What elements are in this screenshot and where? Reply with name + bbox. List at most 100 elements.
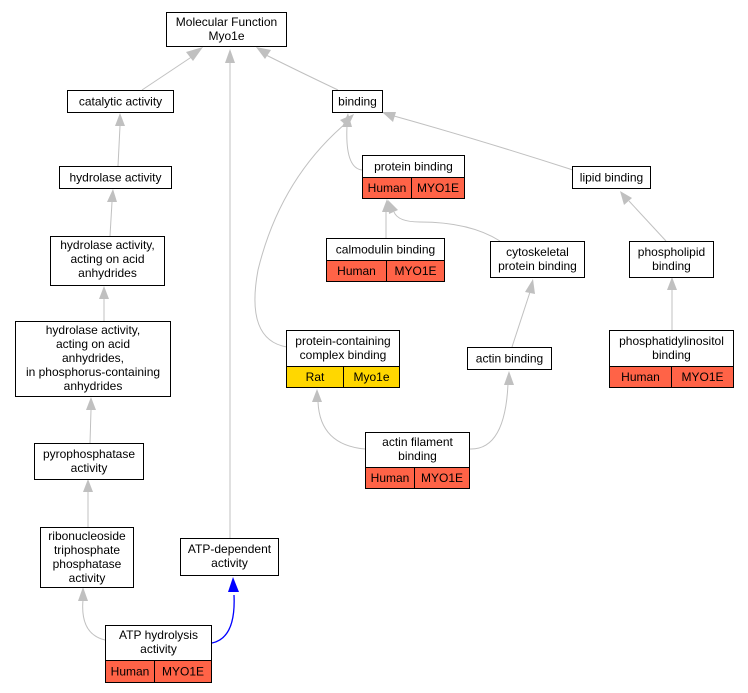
edge-layer — [78, 47, 677, 644]
node-pyrophosphatase-line-1: pyrophosphatase — [43, 447, 135, 461]
node-lipid-binding[interactable]: lipid binding — [572, 166, 651, 189]
calmodulin-binding-gene-cell — [386, 260, 445, 282]
arrowhead-atp-dependent-to-mf — [225, 49, 235, 63]
node-hydrolase-acid-anhydrides-line-1: hydrolase activity, — [60, 238, 154, 252]
edge-catalytic-to-mf — [141, 53, 197, 91]
node-hydrolase-phosphorus-line-2: acting on acid — [56, 337, 130, 351]
node-protein-containing-complex-binding[interactable]: protein-containing complex binding Rat M… — [286, 330, 400, 388]
node-molecular-function[interactable]: Molecular Function Myo1e — [166, 12, 287, 47]
node-pyrophosphatase-activity[interactable]: pyrophosphatase activity — [34, 443, 144, 480]
phosphatidylinositol-gene: MYO1E — [681, 370, 723, 384]
node-layer: Molecular Function Myo1e catalytic activ… — [15, 12, 734, 683]
atp-hydrolysis-gene: MYO1E — [162, 665, 204, 679]
node-hydrolase-acid-anhydrides-line-3: anhydrides — [78, 266, 137, 280]
node-catalytic-activity-label: catalytic activity — [79, 95, 162, 109]
node-cytoskeletal-protein-binding[interactable]: cytoskeletal protein binding — [490, 241, 585, 278]
edge-actin-filament-to-complex — [317, 401, 366, 450]
arrowhead-atp-hydrolysis-to-ntp — [78, 587, 88, 601]
node-phosphatidylinositol-binding-line-2: binding — [652, 348, 691, 362]
node-pyrophosphatase-line-2: activity — [71, 461, 108, 475]
node-actin-binding-label: actin binding — [476, 352, 543, 366]
actin-filament-species: Human — [371, 471, 410, 485]
node-hydrolase-phosphorus-line-1: hydrolase activity, — [46, 323, 140, 337]
edge-complex-to-binding — [254, 123, 346, 348]
complex-binding-gene: Myo1e — [353, 370, 389, 384]
node-phospholipid-binding[interactable]: phospholipid binding — [629, 241, 714, 278]
node-molecular-function-line-2: Myo1e — [208, 29, 244, 43]
node-hydrolase-phosphorus-anhydrides[interactable]: hydrolase activity, acting on acid anhyd… — [15, 321, 171, 397]
node-hydrolase-phosphorus-line-5: anhydrides — [64, 379, 123, 393]
node-atp-hydrolysis-activity[interactable]: ATP hydrolysis activity Human MYO1E — [105, 625, 212, 683]
protein-binding-species: Human — [368, 181, 407, 195]
node-ribonucleoside-triphosphate-phosphatase[interactable]: ribonucleoside triphosphate phosphatase … — [40, 527, 134, 588]
node-atp-dependent-activity[interactable]: ATP-dependent activity — [180, 538, 279, 576]
calmodulin-binding-species: Human — [337, 264, 376, 278]
arrowhead-lipid-binding-to-binding — [382, 112, 396, 122]
edge-hydrolase-to-catalytic — [117, 125, 121, 167]
node-atp-dependent-line-1: ATP-dependent — [188, 542, 272, 556]
node-hydrolase-acid-anhydrides[interactable]: hydrolase activity, acting on acid anhyd… — [50, 236, 165, 286]
arrowhead-hydrolase-to-catalytic — [115, 113, 125, 126]
edge-atp-hydrolysis-to-ntp — [82, 599, 106, 641]
complex-binding-gene-cell — [343, 366, 400, 388]
node-actin-filament-binding-line-1: actin filament — [382, 435, 453, 449]
arrowhead-complex-to-binding — [340, 114, 354, 127]
edge-hydrolase-acid-to-hydrolase — [109, 201, 113, 237]
node-atp-dependent-line-2: activity — [211, 556, 248, 570]
node-actin-binding[interactable]: actin binding — [467, 347, 552, 370]
node-hydrolase-phosphorus-line-3: anhydrides, — [62, 351, 124, 365]
node-binding[interactable]: binding — [332, 90, 383, 113]
node-phosphatidylinositol-binding-line-1: phosphatidylinositol — [619, 334, 724, 348]
actin-filament-gene-cell — [414, 467, 470, 489]
edge-pyro-to-hydrolase-phos — [89, 409, 92, 444]
arrowhead-binding-to-mf — [256, 47, 271, 59]
edge-atp-hydrolysis-to-atp-dependent — [211, 594, 235, 644]
node-hydrolase-acid-anhydrides-line-2: acting on acid — [70, 252, 144, 266]
calmodulin-binding-gene: MYO1E — [394, 264, 436, 278]
atp-hydrolysis-species: Human — [111, 665, 150, 679]
edge-actin-to-cytoskeletal — [511, 291, 531, 348]
edge-protein-binding-to-binding — [346, 125, 363, 171]
node-cytoskeletal-protein-binding-line-1: cytoskeletal — [506, 245, 569, 259]
node-protein-binding[interactable]: protein binding Human MYO1E — [362, 155, 465, 199]
atp-hydrolysis-gene-cell — [154, 660, 212, 683]
phosphatidylinositol-gene-cell — [671, 366, 734, 388]
arrowhead-ntp-to-pyro — [83, 479, 93, 492]
phosphatidylinositol-species: Human — [621, 370, 660, 384]
node-molecular-function-line-1: Molecular Function — [176, 15, 277, 29]
arrowhead-pyro-to-hydrolase-phos — [86, 397, 96, 410]
node-cytoskeletal-protein-binding-line-2: protein binding — [498, 259, 577, 273]
node-complex-binding-line-2: complex binding — [300, 348, 387, 362]
node-binding-label: binding — [338, 95, 377, 109]
edge-binding-to-mf — [263, 53, 339, 91]
node-phospholipid-binding-line-1: phospholipid — [638, 245, 705, 259]
arrowhead-actin-filament-to-complex — [312, 389, 322, 402]
node-catalytic-activity[interactable]: catalytic activity — [67, 90, 174, 113]
arrowhead-cytoskeletal-to-protein-binding — [388, 200, 398, 214]
node-hydrolase-activity[interactable]: hydrolase activity — [59, 166, 172, 189]
node-atp-hydrolysis-line-1: ATP hydrolysis — [119, 628, 198, 642]
node-phosphatidylinositol-binding[interactable]: phosphatidylinositol binding Human MYO1E — [609, 330, 734, 388]
node-ntp-line-1: ribonucleoside — [48, 529, 126, 543]
actin-filament-gene: MYO1E — [421, 471, 463, 485]
node-ntp-line-4: activity — [69, 571, 106, 585]
edge-lipid-binding-to-binding — [393, 115, 574, 171]
arrowhead-catalytic-to-mf — [186, 47, 203, 61]
node-actin-filament-binding[interactable]: actin filament binding Human MYO1E — [365, 432, 470, 489]
node-ntp-line-2: triphosphate — [54, 543, 120, 557]
node-phospholipid-binding-line-2: binding — [652, 259, 691, 273]
arrowhead-actin-filament-to-actin — [504, 371, 514, 385]
arrowhead-phospholipid-to-lipid-binding — [620, 191, 632, 205]
node-calmodulin-binding[interactable]: calmodulin binding Human MYO1E — [326, 238, 445, 282]
node-hydrolase-activity-label: hydrolase activity — [69, 171, 161, 185]
arrowhead-hydrolase-acid-to-hydrolase — [107, 189, 117, 202]
protein-binding-gene-cell — [411, 177, 465, 199]
protein-binding-gene: MYO1E — [417, 181, 459, 195]
edge-actin-filament-to-actin — [469, 383, 509, 450]
arrowhead-actin-to-cytoskeletal — [525, 279, 535, 294]
node-complex-binding-line-1: protein-containing — [295, 334, 390, 348]
edge-cytoskeletal-to-protein-binding — [393, 211, 501, 242]
node-calmodulin-binding-label: calmodulin binding — [336, 243, 435, 257]
node-protein-binding-label: protein binding — [374, 160, 453, 174]
